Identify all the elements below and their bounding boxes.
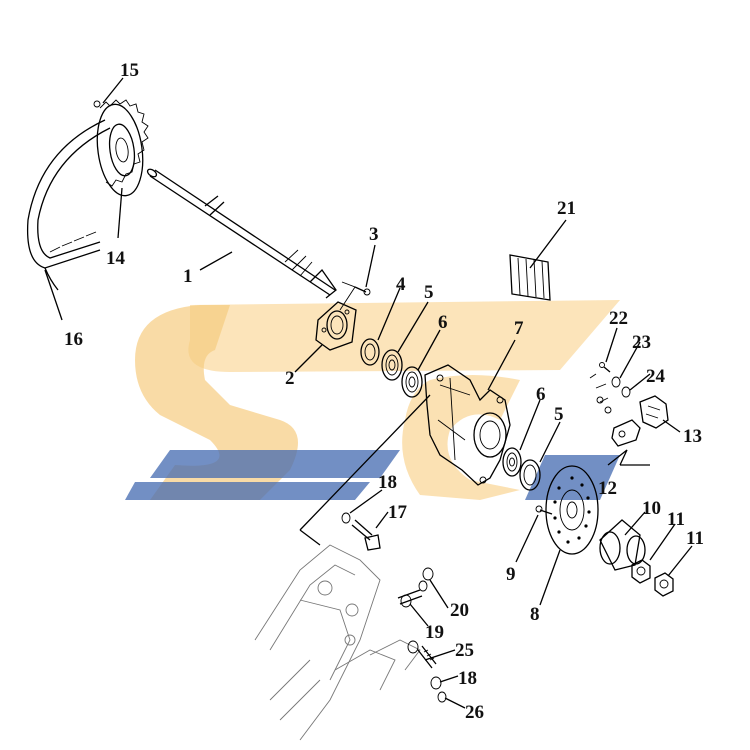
callout-3: 3 [369,224,379,245]
watermark-blue-band-bottom [125,482,370,500]
caliper-13-part [639,395,669,429]
bolt-9-part [535,505,553,515]
callout-16: 16 [64,329,83,350]
bolt-25-part [407,640,437,669]
callout-1: 1 [183,266,193,287]
callout-13: 13 [683,426,702,447]
callout-17: 17 [388,502,408,523]
bearing-6-left-part [401,366,423,398]
brake-disc-part [545,465,599,555]
callout-26: 26 [465,702,484,723]
callout-18-upper: 18 [378,472,397,493]
bearing-6-right-part [502,447,522,477]
callout-25: 25 [455,640,474,661]
callout-12: 12 [598,478,617,499]
splined-sleeve-21-part [509,254,551,301]
callout-5-left: 5 [424,282,434,303]
seal-4-part [360,338,380,366]
watermark-blue-band-top [150,450,400,478]
callout-8: 8 [530,604,540,625]
callout-5-right: 5 [554,404,564,425]
bearing-5-left-part [381,349,403,381]
bolt-3-part [339,281,371,311]
callout-21: 21 [557,198,576,219]
callout-2: 2 [285,368,295,389]
callout-11-left: 11 [667,509,685,530]
watermark-top-band [188,300,620,372]
callout-20: 20 [450,600,469,621]
callout-23: 23 [632,332,651,353]
callout-24: 24 [646,366,666,387]
callout-11-right: 11 [686,528,704,549]
chain-part [26,119,111,291]
washer-18-lower-part [430,676,442,690]
leader-lines [44,77,693,709]
watermark-logo [125,300,620,500]
washer-26-part [437,691,447,703]
bearing-5-right-part [519,459,541,491]
callout-6-right: 6 [536,384,546,405]
callout-6-left: 6 [438,312,448,333]
washer-23-part [611,376,621,388]
bolt-17-part [341,512,381,551]
hub-10-part [599,519,646,571]
sprocket-part [93,99,149,197]
washer-24-part [621,386,631,398]
callout-22: 22 [609,308,628,329]
axle-housing-part [424,364,511,486]
callout-9: 9 [506,564,516,585]
callout-19: 19 [425,622,444,643]
axle-shaft-part [146,168,337,299]
callout-15: 15 [120,60,139,81]
nut-11-right-part [654,572,674,597]
nut-11-left-part [631,559,651,584]
callout-7: 7 [514,318,524,339]
callout-labels: 1 2 3 4 5 5 6 6 7 8 9 10 11 11 12 13 14 … [64,60,704,723]
callout-10: 10 [642,498,661,519]
callout-4: 4 [396,274,406,295]
screw-22-part [599,362,611,373]
bearing-holder-part [315,301,357,351]
bolt-19-20-part [397,567,434,608]
callout-14: 14 [106,248,126,269]
watermark-c-shape [402,375,520,500]
frame-part [254,544,421,741]
bracket-12-part [589,373,641,447]
callout-18-lower: 18 [458,668,477,689]
